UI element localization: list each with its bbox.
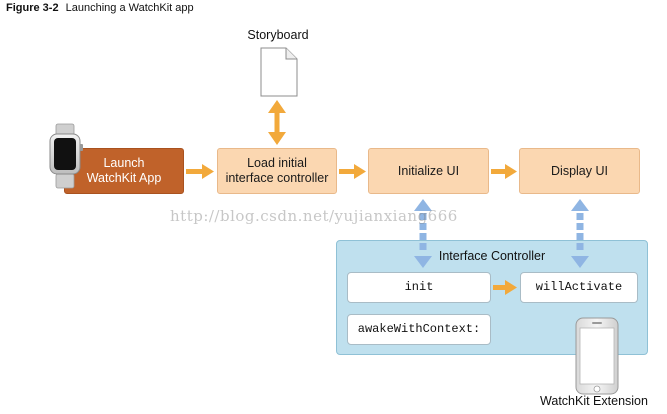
watermark-url: http://blog.csdn.net/yujianxiang666 <box>170 207 458 225</box>
load-initial-controller-box: Load initial interface controller <box>217 148 337 194</box>
initialize-init-dashed-arrow <box>414 199 432 268</box>
storyboard-document-icon <box>260 47 298 97</box>
initialize-to-display-arrow <box>491 164 517 179</box>
awake-with-context-method-box: awakeWithContext: <box>347 314 491 345</box>
will-activate-method-box: willActivate <box>520 272 638 303</box>
figure-number: Figure 3-2 <box>6 2 59 14</box>
load-to-initialize-arrow <box>339 164 366 179</box>
storyboard-label: Storyboard <box>247 28 309 42</box>
init-to-will-activate-arrow <box>493 280 517 295</box>
display-will-activate-dashed-arrow <box>571 199 589 268</box>
initialize-ui-box: Initialize UI <box>368 148 489 194</box>
figure-title: Launching a WatchKit app <box>65 2 194 14</box>
apple-watch-icon <box>49 123 83 189</box>
launch-to-load-arrow <box>186 164 214 179</box>
watchkit-extension-label: WatchKit Extension <box>540 394 648 408</box>
display-ui-box: Display UI <box>519 148 640 194</box>
iphone-icon <box>575 317 619 395</box>
init-method-box: init <box>347 272 491 303</box>
storyboard-load-arrow <box>268 100 286 145</box>
interface-controller-title: Interface Controller <box>438 249 546 263</box>
launch-watchkit-app-box: Launch WatchKit App <box>64 148 184 194</box>
figure-caption: Figure 3-2 Launching a WatchKit app <box>6 2 194 14</box>
